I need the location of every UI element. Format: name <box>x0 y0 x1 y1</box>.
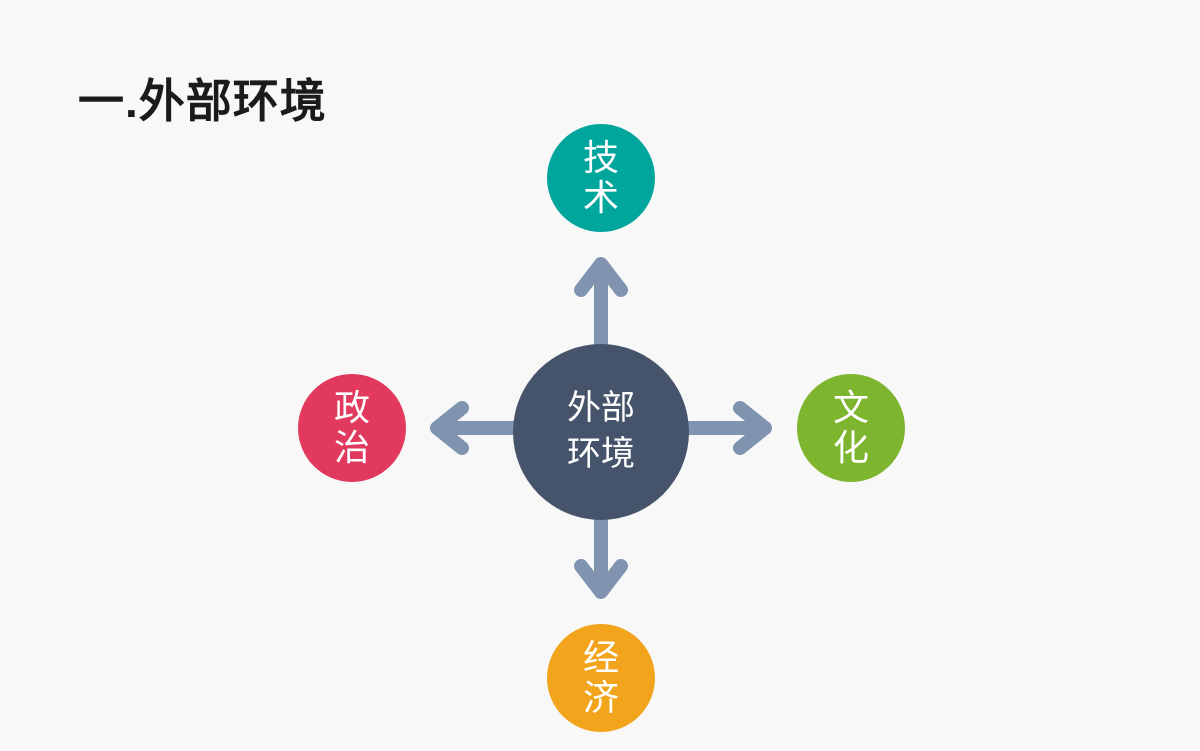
node-politics-label: 政治 <box>333 386 370 468</box>
node-culture-label: 文化 <box>832 386 869 468</box>
arrow-up-head <box>574 257 628 297</box>
arrow-left-head <box>430 401 469 455</box>
node-technology-label: 技术 <box>582 136 619 218</box>
node-politics: 政治 <box>298 374 406 482</box>
hub-node-external-environment: 外部环境 <box>513 344 689 520</box>
node-economy: 经济 <box>547 624 655 732</box>
slide-title: 一.外部环境 <box>78 75 327 127</box>
arrow-down-head <box>574 559 628 599</box>
node-economy-label: 经济 <box>582 636 619 718</box>
node-culture: 文化 <box>797 374 905 482</box>
hub-node-label: 外部环境 <box>567 389 635 473</box>
node-technology: 技术 <box>547 124 655 232</box>
arrow-right-head <box>733 401 772 455</box>
